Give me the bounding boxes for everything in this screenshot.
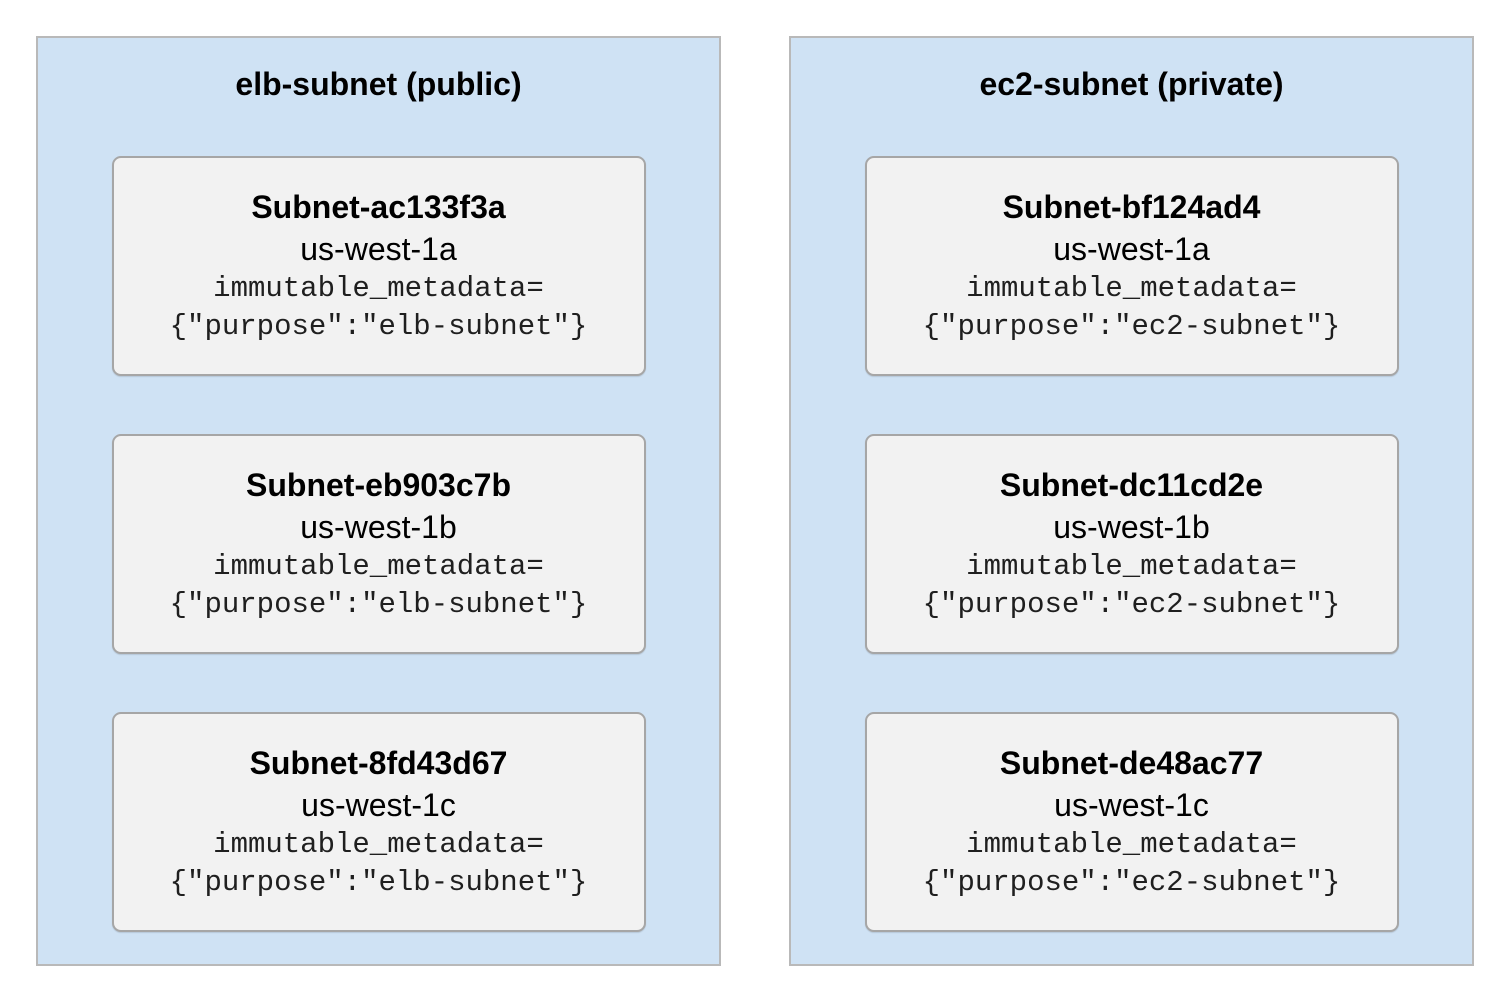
metadata-line: immutable_metadata= — [966, 550, 1297, 583]
subnet-card: Subnet-de48ac77 us-west-1c immutable_met… — [864, 712, 1399, 932]
metadata-line: {"purpose":"elb-subnet"} — [169, 310, 588, 343]
ec2-subnet-panel: ec2-subnet (private) Subnet-bf124ad4 us-… — [789, 36, 1474, 966]
metadata-line: {"purpose":"elb-subnet"} — [169, 588, 588, 621]
subnet-id: Subnet-8fd43d67 — [249, 745, 508, 781]
metadata-line: immutable_metadata= — [213, 550, 544, 583]
subnet-id: Subnet-eb903c7b — [246, 467, 511, 503]
subnet-card: Subnet-ac133f3a us-west-1a immutable_met… — [111, 156, 646, 376]
subnet-id: Subnet-ac133f3a — [251, 189, 506, 225]
availability-zone: us-west-1a — [300, 231, 457, 267]
subnet-id: Subnet-bf124ad4 — [1002, 189, 1261, 225]
metadata-line: immutable_metadata= — [966, 828, 1297, 861]
subnet-id: Subnet-dc11cd2e — [999, 467, 1264, 503]
subnet-card: Subnet-dc11cd2e us-west-1b immutable_met… — [864, 434, 1399, 654]
metadata-line: {"purpose":"ec2-subnet"} — [922, 866, 1341, 899]
metadata-line: immutable_metadata= — [213, 828, 544, 861]
availability-zone: us-west-1c — [301, 787, 456, 823]
metadata-line: immutable_metadata= — [966, 272, 1297, 305]
subnet-id: Subnet-de48ac77 — [999, 745, 1264, 781]
panel-title: ec2-subnet (private) — [979, 66, 1284, 102]
metadata-line: {"purpose":"ec2-subnet"} — [922, 588, 1341, 621]
elb-subnet-panel: elb-subnet (public) Subnet-ac133f3a us-w… — [36, 36, 721, 966]
metadata-line: {"purpose":"elb-subnet"} — [169, 866, 588, 899]
availability-zone: us-west-1a — [1053, 231, 1210, 267]
subnet-card: Subnet-eb903c7b us-west-1b immutable_met… — [111, 434, 646, 654]
availability-zone: us-west-1b — [1053, 509, 1210, 545]
subnet-card: Subnet-8fd43d67 us-west-1c immutable_met… — [111, 712, 646, 932]
metadata-line: immutable_metadata= — [213, 272, 544, 305]
availability-zone: us-west-1c — [1054, 787, 1209, 823]
metadata-line: {"purpose":"ec2-subnet"} — [922, 310, 1341, 343]
availability-zone: us-west-1b — [300, 509, 457, 545]
subnet-card: Subnet-bf124ad4 us-west-1a immutable_met… — [864, 156, 1399, 376]
panel-title: elb-subnet (public) — [235, 66, 522, 102]
